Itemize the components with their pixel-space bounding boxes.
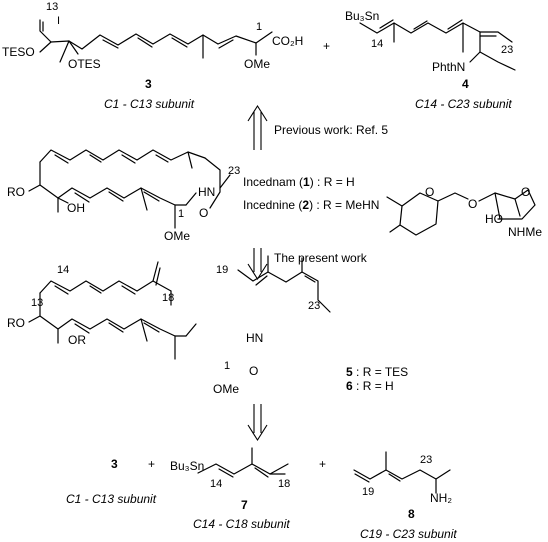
cmpd3-iodo-label: I <box>57 15 61 27</box>
cmpd3-c13-label: 13 <box>46 1 59 13</box>
sugar-chain-skeleton <box>386 189 536 236</box>
mid-carbonyl-o-label: O <box>199 206 209 220</box>
cmpd56-c23-label: 23 <box>308 300 321 312</box>
cmpd56-c18-label: 18 <box>162 292 175 304</box>
cmpd3-otes-label: OTES <box>68 57 101 71</box>
compound-4-skeleton <box>359 19 516 71</box>
cmpd3-ome-label: OMe <box>244 57 271 71</box>
cmpd8-subunit-caption: C19 - C23 subunit <box>360 527 457 541</box>
incednam-definition: Incednam (1) : R = H <box>243 175 355 189</box>
sugar-ho-label: HO <box>485 212 503 226</box>
cmpd4-number: 4 <box>462 77 469 91</box>
cmpd7-c14-label: 14 <box>210 478 223 490</box>
cmpd7-subunit-caption: C14 - C18 subunit <box>193 517 290 531</box>
mid-ro-label: RO <box>7 185 25 199</box>
cmpd3-caption: C1 - C13 subunit <box>104 97 195 111</box>
cmpd3-number: 3 <box>145 77 152 91</box>
cmpd3-subunit-caption: C1 - C13 subunit <box>66 492 157 506</box>
cmpd56-ro-label: RO <box>7 316 25 330</box>
sugar-nhme-label: NHMe <box>508 225 543 239</box>
cmpd56-c19-label: 19 <box>216 264 229 276</box>
mid-ome-label: OMe <box>164 229 191 243</box>
top-plus-sign: + <box>323 39 331 53</box>
cmpd3-c1-label: 1 <box>256 21 263 33</box>
cmpd3-acid-label: CO₂H <box>272 34 304 48</box>
retrosynthesis-arrow-up <box>247 104 268 150</box>
sugar-glycosidic-o-label: O <box>468 197 478 211</box>
sugar-ring-o2-label: O <box>521 185 531 199</box>
mid-c1-label: 1 <box>178 208 185 220</box>
previous-work-label: Previous work: Ref. 5 <box>274 123 389 137</box>
cmpd4-c14-label: 14 <box>371 38 384 50</box>
cmpd4-caption: C14 - C23 subunit <box>415 97 512 111</box>
cmpd56-c1-label: 1 <box>224 360 231 372</box>
compound-8-skeleton <box>353 451 451 494</box>
bottom-plus-2: + <box>319 457 327 471</box>
cmpd4-phthn-label: PhthN <box>432 60 466 74</box>
cmpd4-c23-label: 23 <box>501 44 514 56</box>
cmpd3-teso-label: TESO <box>2 45 35 59</box>
cmpd7-c18-label: 18 <box>278 478 291 490</box>
cmpd56-c14-label: 14 <box>57 264 70 276</box>
cmpd56-ome-label: OMe <box>213 382 240 396</box>
compound-3-skeleton <box>39 19 273 63</box>
compound-5-6-skeleton <box>28 255 331 360</box>
retrosynthesis-arrow-down-2 <box>247 404 268 442</box>
cmpd8-c23-label: 23 <box>420 454 433 466</box>
macrolactam-skeleton <box>28 149 231 229</box>
cmpd56-c13-label: 13 <box>31 297 44 309</box>
cmpd7-number: 7 <box>241 498 248 512</box>
cmpd6-definition: 6 : R = H <box>346 379 394 393</box>
cmpd8-nh2-label: NH₂ <box>430 491 452 505</box>
cmpd4-bu3sn-label: Bu₃Sn <box>345 9 380 23</box>
cmpd56-carbonyl-o-label: O <box>249 364 259 378</box>
cmpd8-number: 8 <box>408 507 415 521</box>
retrosynthesis-arrow-down-1 <box>247 248 268 281</box>
cmpd5-definition: 5 : R = TES <box>346 365 409 379</box>
mid-c23-label: 23 <box>228 165 241 177</box>
compound-7-skeleton <box>197 447 289 478</box>
cmpd56-or-label: OR <box>68 333 86 347</box>
cmpd7-bu3sn-label: Bu₃Sn <box>170 459 205 473</box>
mid-oh-label: OH <box>67 201 85 215</box>
sugar-ring-o1-label: O <box>425 185 435 199</box>
present-work-label: The present work <box>274 251 367 265</box>
bottom-plus-1: + <box>148 457 156 471</box>
mid-hn-label: HN <box>198 185 216 199</box>
cmpd8-c19-label: 19 <box>362 486 375 498</box>
bottom-cmpd3-number: 3 <box>111 457 118 471</box>
cmpd56-hn-label: HN <box>246 331 264 345</box>
incednine-definition: Incednine (2) : R = MeHN <box>243 198 380 212</box>
